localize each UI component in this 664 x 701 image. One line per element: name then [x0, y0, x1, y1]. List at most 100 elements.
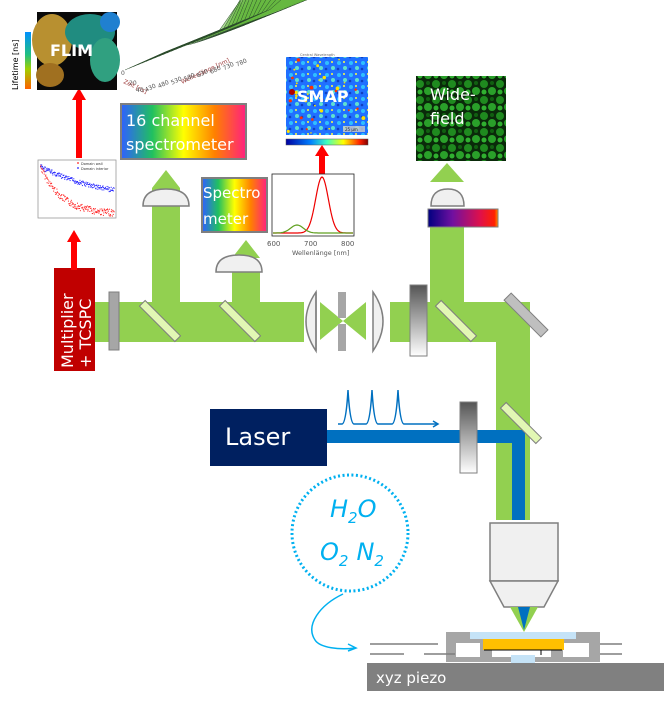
- decay-point: [49, 183, 51, 185]
- decay-point: [47, 168, 49, 170]
- decay-point: [82, 180, 84, 182]
- decay-point: [95, 188, 97, 190]
- decay-point: [40, 164, 42, 166]
- decay-point: [47, 178, 49, 180]
- decay-point: [106, 185, 108, 187]
- decay-point: [81, 203, 83, 205]
- decay-point: [90, 185, 92, 187]
- decay-point: [41, 164, 43, 166]
- decay-point: [55, 193, 57, 195]
- wavelength-tick: 580: [183, 72, 197, 83]
- decay-point: [103, 212, 105, 214]
- decay-point: [107, 189, 109, 191]
- decay-point: [74, 204, 76, 206]
- branch-spectrometer-beam: [232, 270, 260, 304]
- decay-point: [65, 176, 67, 178]
- spectrum-plot: 600 700 800 Wellenlänge [nm]: [267, 173, 355, 257]
- decay-point: [44, 171, 46, 173]
- decay-point: [93, 208, 95, 210]
- spectrum-trace: [229, 0, 304, 28]
- decay-point: [51, 171, 53, 173]
- time-tick: 0: [121, 70, 125, 77]
- decay-point: [85, 181, 87, 183]
- decay-point: [76, 181, 78, 183]
- decay-point: [110, 210, 112, 212]
- lifetime-colorbar: [25, 32, 31, 89]
- decay-point: [102, 210, 104, 212]
- detector-filter: [108, 291, 120, 351]
- arrow-spectrometer: [232, 240, 260, 258]
- decay-point: [66, 176, 68, 178]
- decay-point: [45, 168, 47, 170]
- spectrometer-label-2: meter: [203, 210, 249, 228]
- decay-point: [110, 186, 112, 188]
- arrow-spectrum-to-smap: [319, 152, 325, 178]
- decay-point: [108, 213, 110, 215]
- decay-point: [97, 184, 99, 186]
- decay-point: [91, 183, 93, 185]
- spectrometer-16ch-box: [120, 103, 247, 160]
- decay-point: [90, 184, 92, 186]
- decay-point: [67, 198, 69, 200]
- curved-arrow-icon: [311, 593, 356, 650]
- decay-point: [89, 210, 91, 212]
- smap-hotspot: [296, 58, 301, 62]
- decay-point: [105, 212, 107, 214]
- nd-filter-detection: [409, 284, 428, 357]
- decay-point: [46, 169, 48, 171]
- smap-hotspot: [288, 99, 292, 103]
- decay-point: [46, 182, 48, 184]
- spectrum-trace: [217, 0, 305, 33]
- decay-point: [43, 168, 45, 170]
- decay-point: [93, 186, 95, 188]
- decay-point: [90, 207, 92, 209]
- detector-tcspc: Multiplier + TCSPC: [54, 268, 95, 371]
- smap-hotspot: [295, 82, 298, 85]
- smap-hotspot: [286, 129, 290, 133]
- decay-point: [96, 184, 98, 186]
- decay-point: [48, 180, 50, 182]
- decay-point: [78, 181, 80, 183]
- decay-point: [94, 209, 96, 211]
- decay-point: [52, 174, 54, 176]
- decay-point: [45, 177, 47, 179]
- decay-point: [108, 188, 110, 190]
- decay-point: [56, 188, 58, 190]
- decay-point: [81, 181, 83, 183]
- arrow-decay-to-flim: [76, 98, 82, 158]
- decay-point: [98, 212, 100, 214]
- decay-point: [47, 170, 49, 172]
- decay-point: [59, 173, 61, 175]
- decay-point: [88, 206, 90, 208]
- decay-point: [66, 179, 68, 181]
- decay-point: [77, 182, 79, 184]
- decay-point: [103, 208, 105, 210]
- smap-colorbar: [285, 138, 369, 146]
- decay-point: [63, 177, 65, 179]
- decay-point: [46, 177, 48, 179]
- decay-point: [83, 182, 85, 184]
- decay-point: [95, 187, 97, 189]
- decay-point: [47, 182, 49, 184]
- decay-point: [53, 188, 55, 190]
- decay-point: [102, 186, 104, 188]
- decay-point: [100, 213, 102, 215]
- spectrum-trace: [213, 0, 305, 35]
- decay-point: [58, 193, 60, 195]
- main-beam-left: [60, 302, 304, 342]
- decay-point: [109, 190, 111, 192]
- arrow-widefield: [430, 163, 464, 182]
- decay-point: [112, 209, 114, 211]
- decay-point: [65, 199, 67, 201]
- lifetime-colorbar-label: Lifetime [ns]: [11, 39, 20, 90]
- decay-point: [70, 199, 72, 201]
- decay-point: [77, 181, 78, 183]
- dichroic-16ch: [138, 299, 182, 343]
- wavelength-tick: 730: [222, 61, 236, 72]
- decay-point: [44, 166, 46, 168]
- decay-point: [108, 191, 110, 193]
- decay-point: [99, 187, 101, 189]
- branch-16ch-beam: [152, 188, 180, 302]
- dichroic-widefield: [434, 299, 478, 343]
- decay-point: [92, 213, 94, 215]
